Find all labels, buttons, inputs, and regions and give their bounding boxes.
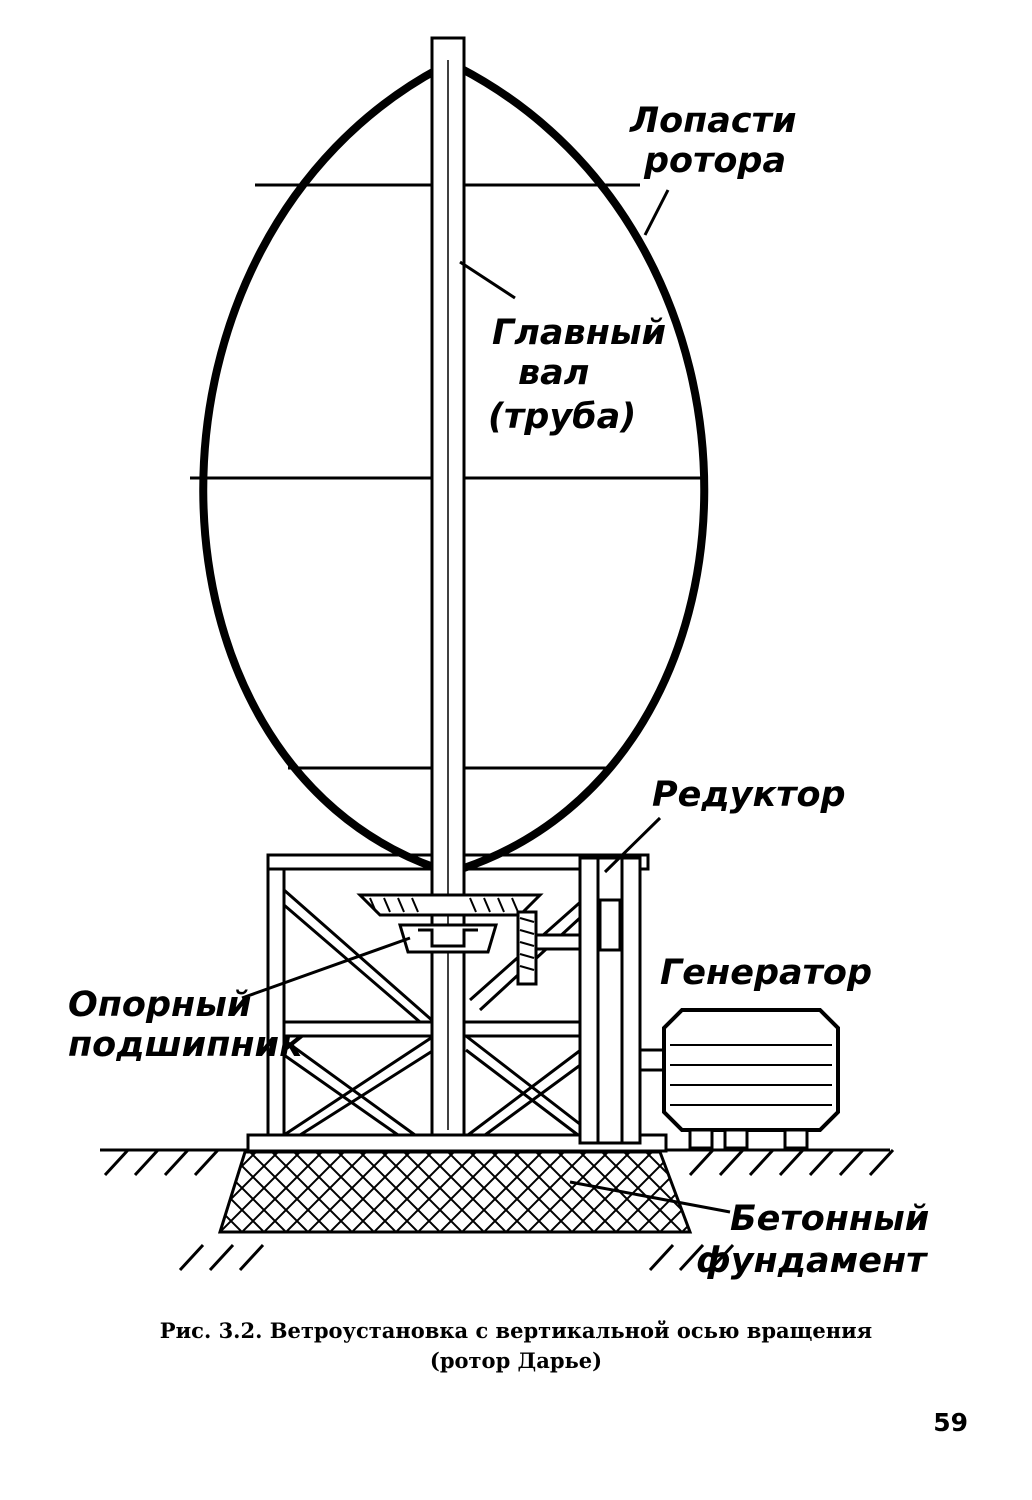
label-generator: Генератор <box>660 953 872 993</box>
label-rotor-blades-2: ротора <box>643 141 786 181</box>
label-concrete-foundation-2: фундамент <box>696 1241 928 1281</box>
gearbox <box>534 856 642 1145</box>
leader-lines <box>241 189 731 1214</box>
label-main-shaft-2: вал <box>518 353 589 393</box>
main-shaft <box>430 36 466 1137</box>
figure-caption: Рис. 3.2. Ветроустановка с вертикальной … <box>0 1316 1032 1376</box>
rotor-blades <box>190 64 709 872</box>
label-support-bearing-2: подшипник <box>68 1025 304 1065</box>
bevel-gear <box>356 893 544 986</box>
label-main-shaft-3: (труба) <box>488 397 636 437</box>
label-rotor-blades: Лопасти <box>629 101 796 141</box>
label-main-shaft: Главный <box>492 313 666 353</box>
support-bearing <box>397 923 499 954</box>
caption-line-2: (ротор Дарье) <box>429 1348 603 1373</box>
label-gearbox: Редуктор <box>652 775 846 815</box>
label-concrete-foundation: Бетонный <box>730 1199 929 1239</box>
generator <box>638 1008 840 1150</box>
page-number: 59 <box>933 1408 968 1437</box>
concrete-foundation <box>217 1150 693 1234</box>
label-support-bearing: Опорный <box>68 985 251 1025</box>
caption-line-1: Рис. 3.2. Ветроустановка с вертикальной … <box>159 1318 873 1343</box>
